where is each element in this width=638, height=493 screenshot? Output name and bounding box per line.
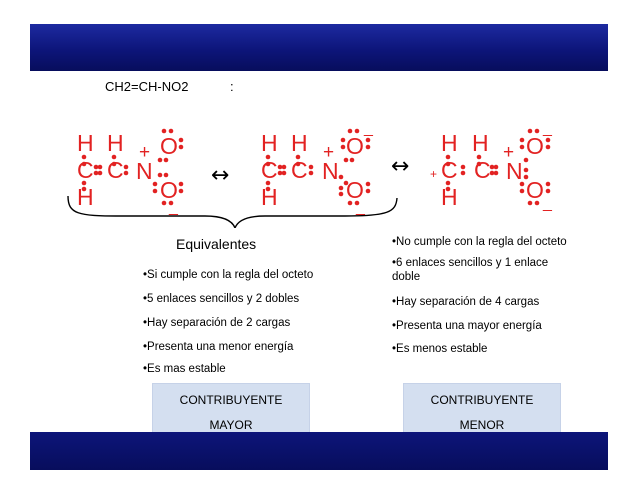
s1-n: N: [136, 158, 153, 184]
s1-c2: C: [107, 157, 124, 183]
s1-h1: H: [77, 130, 94, 156]
s3-minus-o1: _: [542, 120, 553, 137]
s2-c2: C: [291, 157, 308, 183]
contribuyente-mayor-box: CONTRIBUYENTE MAYOR: [152, 383, 310, 437]
resonance-structure-1: H H C C N O O H + _: [77, 128, 184, 216]
s1-h3: H: [77, 184, 94, 210]
s3-o1: O: [526, 133, 544, 159]
right-item-5: •Es menos estable: [392, 343, 488, 355]
box-left-line2: MAYOR: [209, 418, 253, 432]
s3-minus-o2: _: [542, 195, 553, 212]
s1-c1: C: [77, 157, 94, 183]
s1-minus: _: [168, 199, 179, 216]
s1-o2: O: [160, 177, 178, 203]
equivalence-brace: [67, 195, 398, 228]
right-item-4: •Presenta una mayor energía: [392, 320, 542, 332]
s1-plus: +: [139, 142, 150, 163]
right-item-2: •6 enlaces sencillos y 1 enlace doble: [392, 257, 549, 283]
top-banner: [30, 24, 608, 71]
left-item-2: •5 enlaces sencillos y 2 dobles: [143, 293, 300, 305]
s2-electron-dots: [265, 128, 371, 206]
s3-h2: H: [472, 130, 489, 156]
s3-h3: H: [441, 184, 458, 210]
resonance-structure-2: H H C C N O O H + _ _: [261, 120, 374, 216]
box-left-line1: CONTRIBUYENTE: [179, 393, 283, 407]
s2-minus-o2: _: [355, 199, 366, 216]
s3-h1: H: [441, 130, 458, 156]
s3-plus-c: +: [430, 167, 437, 181]
s2-o1: O: [346, 133, 364, 159]
s3-n: N: [506, 158, 523, 184]
left-item-4: •Presenta una menor energía: [143, 341, 294, 353]
resonance-structure-3: H H C C N O O H + + _ _: [430, 120, 553, 212]
s2-c1: C: [261, 157, 278, 183]
formula-title: CH2=CH-NO2: [105, 79, 189, 94]
s2-h3: H: [261, 184, 278, 210]
s3-plus-n: +: [503, 142, 514, 163]
s3-c1: C: [441, 157, 458, 183]
s1-electron-dots: [81, 128, 184, 206]
lewis-structures: H H C C N O O H + _ ↔ H H C C: [67, 120, 553, 228]
s3-o2: O: [526, 177, 544, 203]
left-item-1: •Si cumple con la regla del octeto: [143, 269, 314, 281]
left-item-3: •Hay separación de 2 cargas: [143, 317, 291, 329]
resonance-arrow-2: ↔: [391, 154, 409, 179]
right-item-3: •Hay separación de 4 cargas: [392, 296, 540, 308]
bottom-banner: [30, 432, 608, 470]
left-item-5: •Es mas estable: [143, 363, 226, 375]
formula-colon: :: [230, 79, 234, 94]
contribuyente-menor-box: CONTRIBUYENTE MENOR: [403, 383, 561, 437]
s1-h2: H: [107, 130, 124, 156]
s3-c2: C: [474, 157, 491, 183]
s2-o2: O: [346, 177, 364, 203]
s1-o1: O: [160, 133, 178, 159]
resonance-arrow-1: ↔: [211, 163, 229, 188]
s3-electron-dots: [445, 128, 551, 206]
box-right-line1: CONTRIBUYENTE: [430, 393, 534, 407]
s2-h2: H: [291, 130, 308, 156]
right-item-1: •No cumple con la regla del octeto: [392, 236, 567, 248]
equivalentes-label: Equivalentes: [176, 236, 257, 252]
s2-h1: H: [261, 130, 278, 156]
s2-plus: +: [323, 142, 334, 163]
box-right-line2: MENOR: [459, 418, 505, 432]
s2-minus-o1: _: [363, 120, 374, 137]
s2-n: N: [322, 158, 339, 184]
